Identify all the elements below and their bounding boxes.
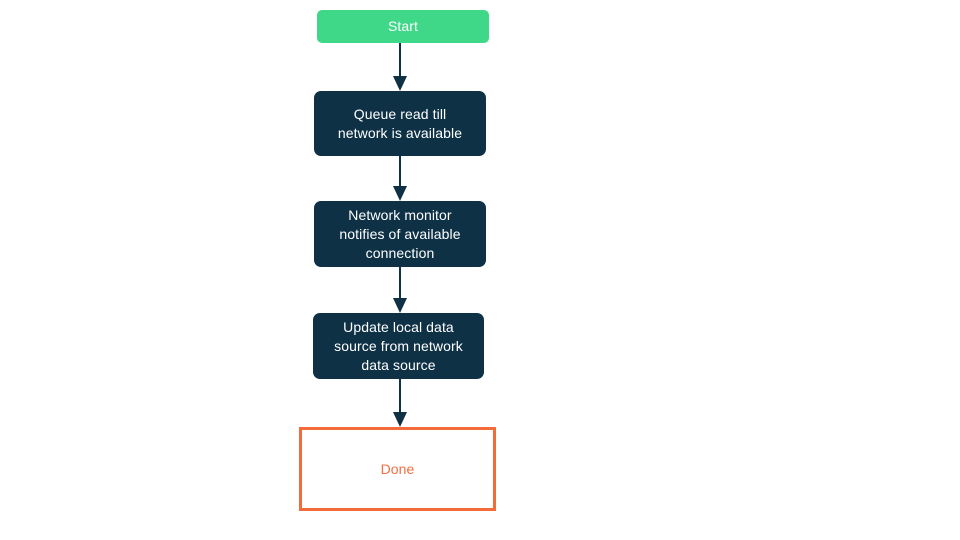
- node-update-local-data-source[interactable]: Update local data source from network da…: [313, 313, 484, 379]
- node-done[interactable]: Done: [299, 427, 496, 511]
- arrow-update-to-done: [391, 379, 409, 427]
- node-start[interactable]: Start: [317, 10, 489, 43]
- node-queue-read[interactable]: Queue read till network is available: [314, 91, 486, 156]
- arrow-monitor-to-update: [391, 267, 409, 313]
- node-network-monitor[interactable]: Network monitor notifies of available co…: [314, 201, 486, 267]
- arrow-start-to-queue: [391, 43, 409, 91]
- arrow-queue-to-monitor: [391, 156, 409, 201]
